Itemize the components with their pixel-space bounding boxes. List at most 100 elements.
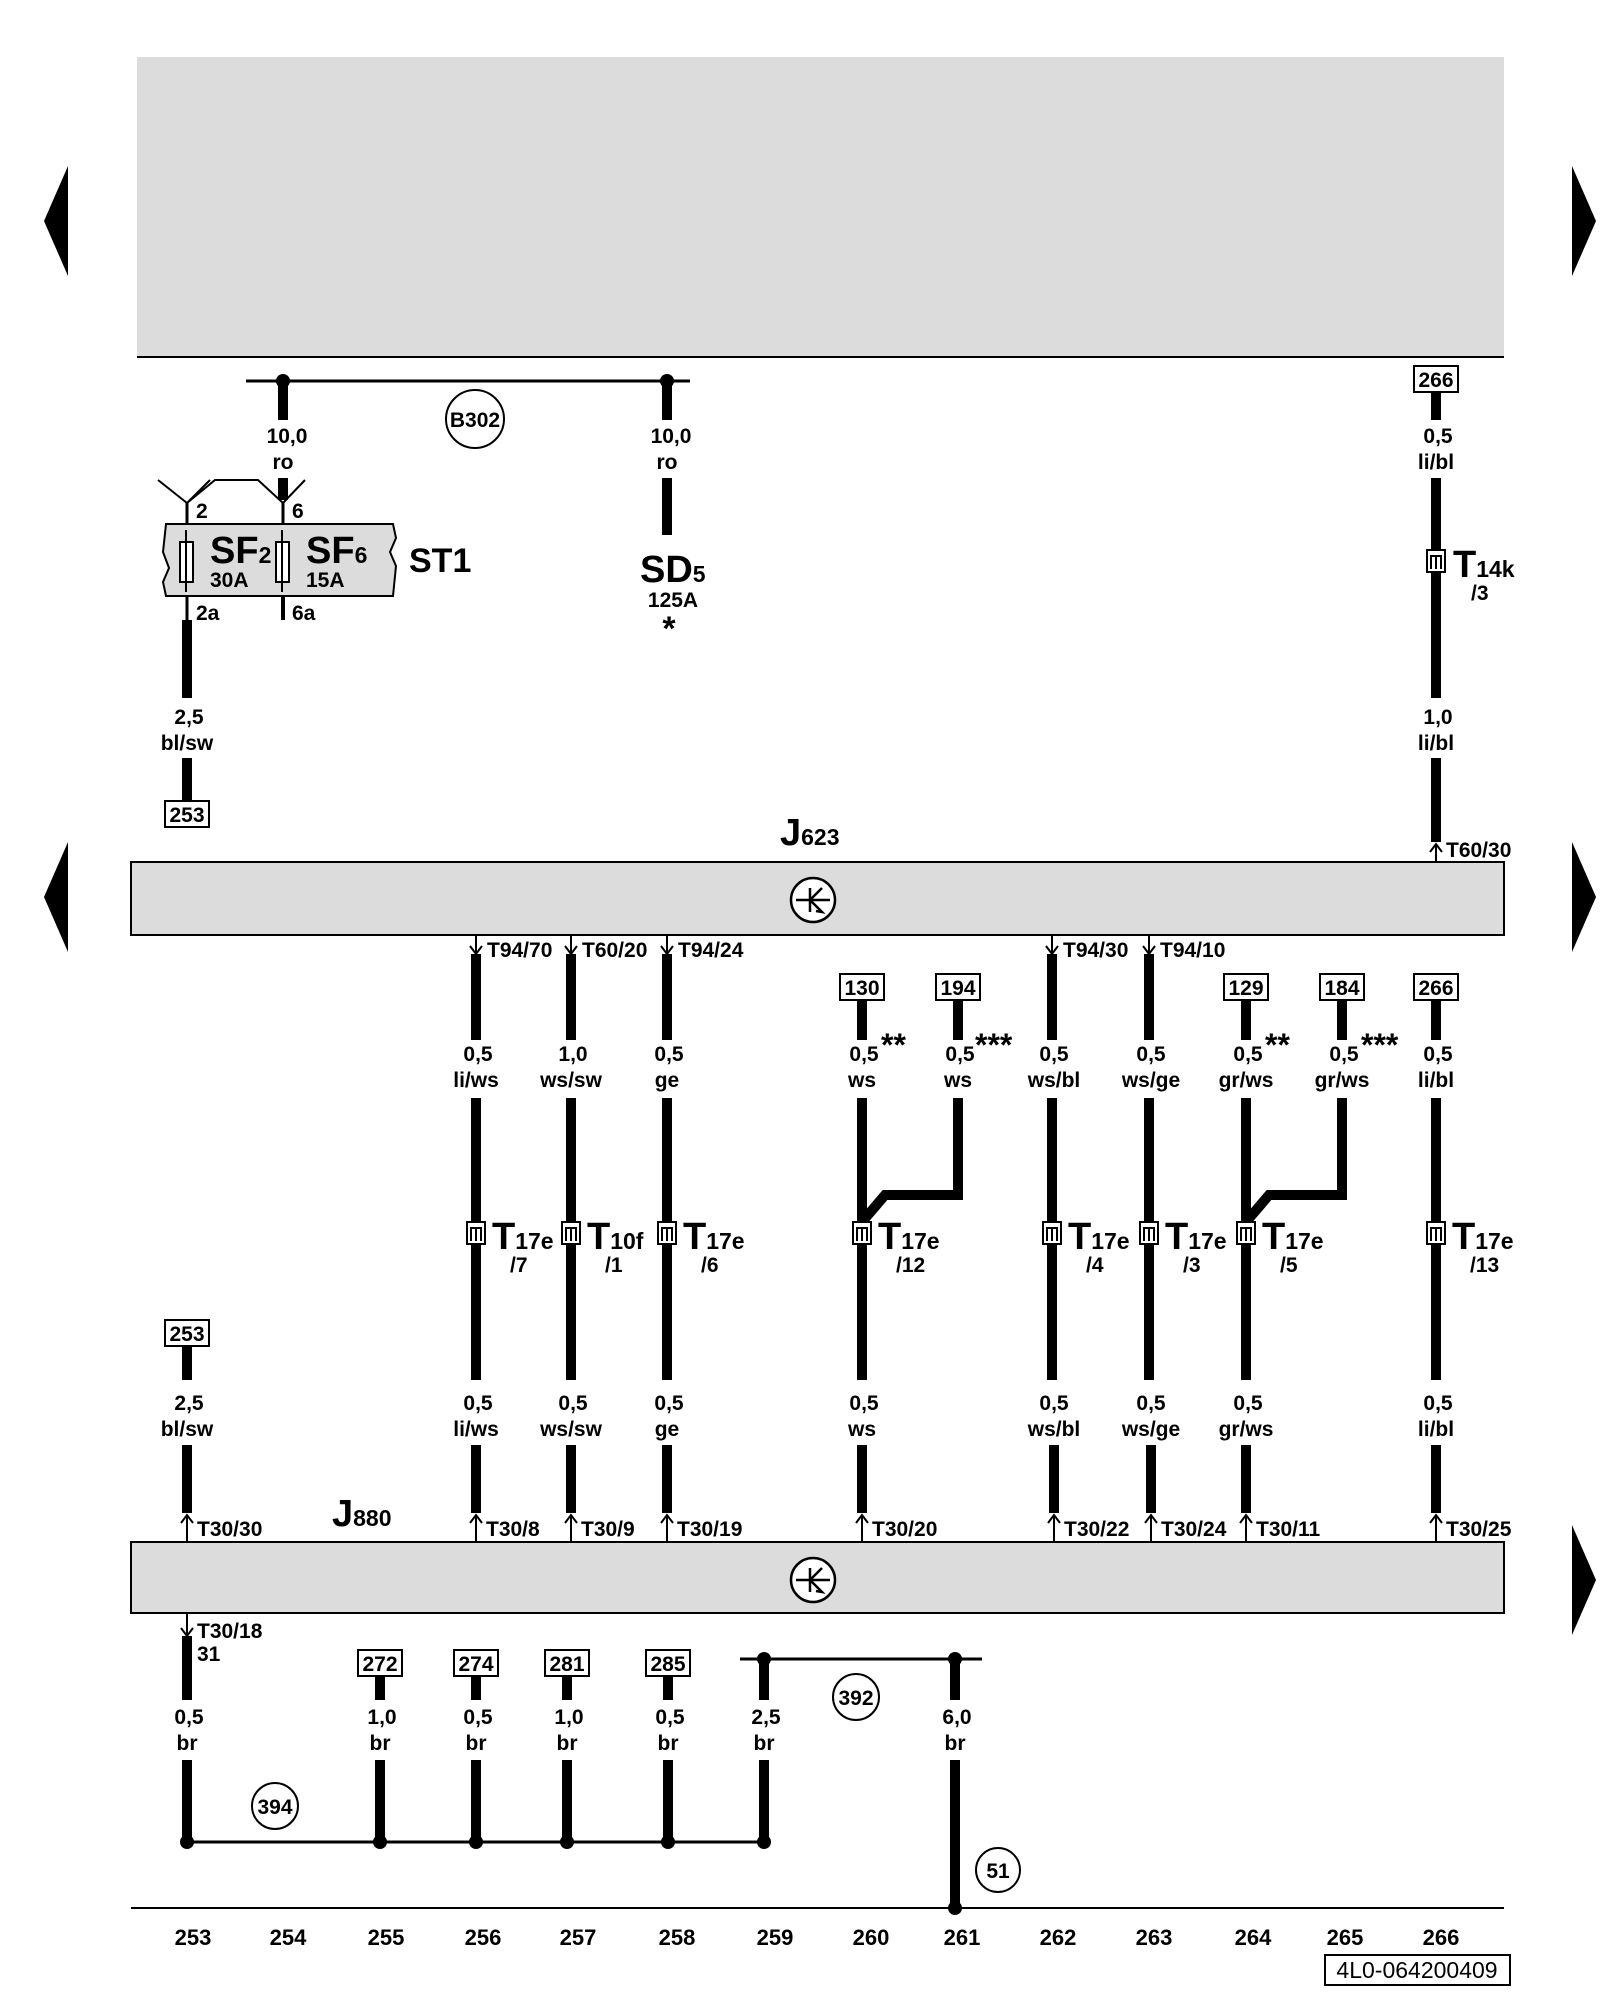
- upper-pins: T94/70 T60/20 T94/24 T94/30 T94/10: [469, 936, 1225, 962]
- wire-size-label: 0,5: [654, 1043, 684, 1066]
- triangle-right-icon[interactable]: [1572, 1525, 1596, 1635]
- wire-color-label: br: [945, 1732, 966, 1755]
- pin-arrow: [1429, 842, 1443, 862]
- j880-label: J880: [332, 1493, 392, 1535]
- lower-pins: [180, 1513, 1443, 1542]
- column-number: 261: [944, 1925, 981, 1950]
- variant-note: **: [881, 1027, 906, 1063]
- wire-color-label: br: [557, 1732, 578, 1755]
- wire-color-label: gr/ws: [1315, 1069, 1370, 1092]
- pin-label: T30/22: [1064, 1518, 1129, 1541]
- connector-label: T17e: [1262, 1216, 1324, 1258]
- ref-label: 285: [650, 1653, 685, 1676]
- connector-icon: [470, 1227, 1442, 1241]
- circle-392-label: 392: [838, 1687, 873, 1710]
- triangle-right-icon[interactable]: [1572, 842, 1596, 952]
- connector-pin: /5: [1280, 1254, 1298, 1277]
- wire-size-label: 0,5: [1039, 1392, 1069, 1415]
- wire-size-label: 0,5: [1423, 425, 1453, 448]
- triangle-right-icon[interactable]: [1572, 166, 1596, 276]
- wire-color-label: ge: [655, 1418, 680, 1441]
- column-number: 262: [1040, 1925, 1077, 1950]
- wire-color-label: ro: [273, 451, 294, 474]
- connector-label: T14k: [1453, 544, 1515, 586]
- sf6-rating: 15A: [306, 569, 345, 592]
- wire-color-label: ws/sw: [539, 1069, 603, 1092]
- connector-label: T10f: [587, 1216, 644, 1258]
- column-number: 257: [560, 1925, 597, 1950]
- ref-label: 129: [1228, 977, 1263, 1000]
- wire-size-label: 0,5: [1423, 1392, 1453, 1415]
- column-number: 253: [175, 1925, 212, 1950]
- middle-wires-lower: [182, 1445, 1441, 1513]
- column-number: 260: [853, 1925, 890, 1950]
- wire-size-label: 0,5: [1136, 1043, 1166, 1066]
- pin-label: 2: [196, 500, 208, 523]
- j623-label: J623: [780, 812, 840, 854]
- wire-color-label: ws/bl: [1027, 1418, 1081, 1441]
- wire-size-label: 0,5: [463, 1706, 493, 1729]
- pin-label: T30/24: [1161, 1518, 1227, 1541]
- pin-label: 2a: [196, 602, 220, 625]
- middle-wires: [471, 954, 1441, 1380]
- wire-color-label: ws: [943, 1069, 972, 1092]
- ref-box: [839, 973, 885, 1001]
- ref-label: 194: [940, 977, 975, 1000]
- wire-color-label: gr/ws: [1219, 1418, 1274, 1441]
- wire-color-label: ws/ge: [1121, 1069, 1180, 1092]
- wire-size-label: 10,0: [267, 425, 308, 448]
- wire-size-label: 2,5: [174, 1392, 204, 1415]
- pin-label: T94/24: [678, 939, 744, 962]
- connector-pin: /4: [1086, 1254, 1104, 1277]
- pin-label: 31: [197, 1643, 221, 1666]
- control-unit-symbol-icon: [789, 1556, 837, 1604]
- triangle-left-icon[interactable]: [44, 166, 68, 276]
- wire-size-label: 0,5: [1423, 1043, 1453, 1066]
- ref-box: [1413, 365, 1459, 393]
- splice-nodes: [180, 1835, 962, 1915]
- wire-color-label: bl/sw: [161, 732, 214, 755]
- column-number: 264: [1235, 1925, 1272, 1950]
- circle-394-label: 394: [257, 1796, 292, 1819]
- triangle-left-icon[interactable]: [44, 842, 68, 952]
- connector-pin: /12: [896, 1254, 925, 1277]
- ref-box: [164, 800, 210, 828]
- ground-wires-upper: [182, 1636, 960, 1700]
- sd5-note: *: [662, 610, 676, 648]
- pin-label: T30/9: [581, 1518, 635, 1541]
- top-shaded-band: [137, 57, 1504, 357]
- pin-label: T30/20: [872, 1518, 937, 1541]
- pin-label: T30/30: [197, 1518, 262, 1541]
- column-number: 266: [1423, 1925, 1460, 1950]
- ref-label: 281: [549, 1653, 584, 1676]
- pin-label: T30/25: [1446, 1518, 1512, 1541]
- connector-pin: /7: [510, 1254, 528, 1277]
- wire-size-label: 0,5: [174, 1706, 204, 1729]
- circle-b302: [445, 389, 505, 449]
- column-number: 254: [270, 1925, 307, 1950]
- pin-label: T30/11: [1256, 1518, 1321, 1541]
- document-code: 4L0-064200409: [1336, 1957, 1497, 1983]
- wire-color-label: li/bl: [1418, 451, 1454, 474]
- column-number: 265: [1327, 1925, 1364, 1950]
- wire-size-label: 0,5: [463, 1392, 493, 1415]
- wire-color-label: ws/bl: [1027, 1069, 1081, 1092]
- ref-label: 272: [362, 1653, 397, 1676]
- ref-label: 266: [1418, 977, 1453, 1000]
- pin-label: 6a: [292, 602, 316, 625]
- pin-label: T30/8: [486, 1518, 540, 1541]
- st1-label: ST1: [409, 542, 471, 580]
- wire-size-label: 1,0: [554, 1706, 583, 1729]
- pin-label: T30/18: [197, 1620, 263, 1643]
- wire-size-label: 2,5: [751, 1706, 781, 1729]
- variant-note: **: [1265, 1027, 1290, 1063]
- ref-label: 184: [1324, 977, 1359, 1000]
- pin-label: T94/70: [487, 939, 552, 962]
- ref-box: [544, 1649, 590, 1677]
- wire-size-label: 0,5: [654, 1392, 684, 1415]
- wire-size-label: 1,0: [367, 1706, 396, 1729]
- connector-label: T17e: [878, 1216, 940, 1258]
- connector-pin: /6: [701, 1254, 719, 1277]
- sf6-label: SF6: [306, 530, 367, 572]
